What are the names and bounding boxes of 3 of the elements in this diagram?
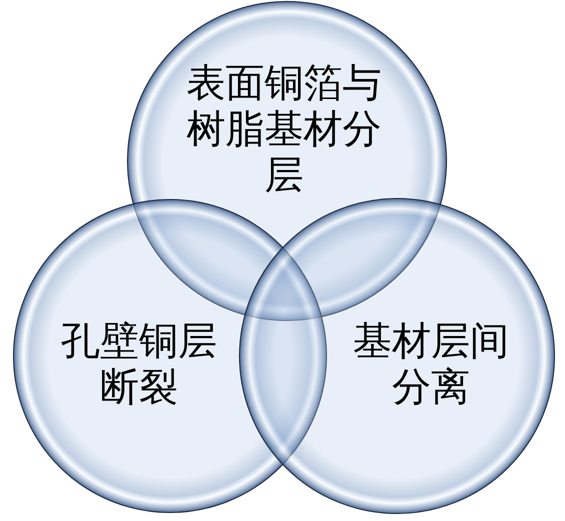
circle-label: 孔壁铜层断裂 <box>60 319 218 411</box>
circle-label: 基材层间分离 <box>352 319 510 411</box>
circle-label: 表面铜箔与树脂基材分层 <box>186 61 382 199</box>
